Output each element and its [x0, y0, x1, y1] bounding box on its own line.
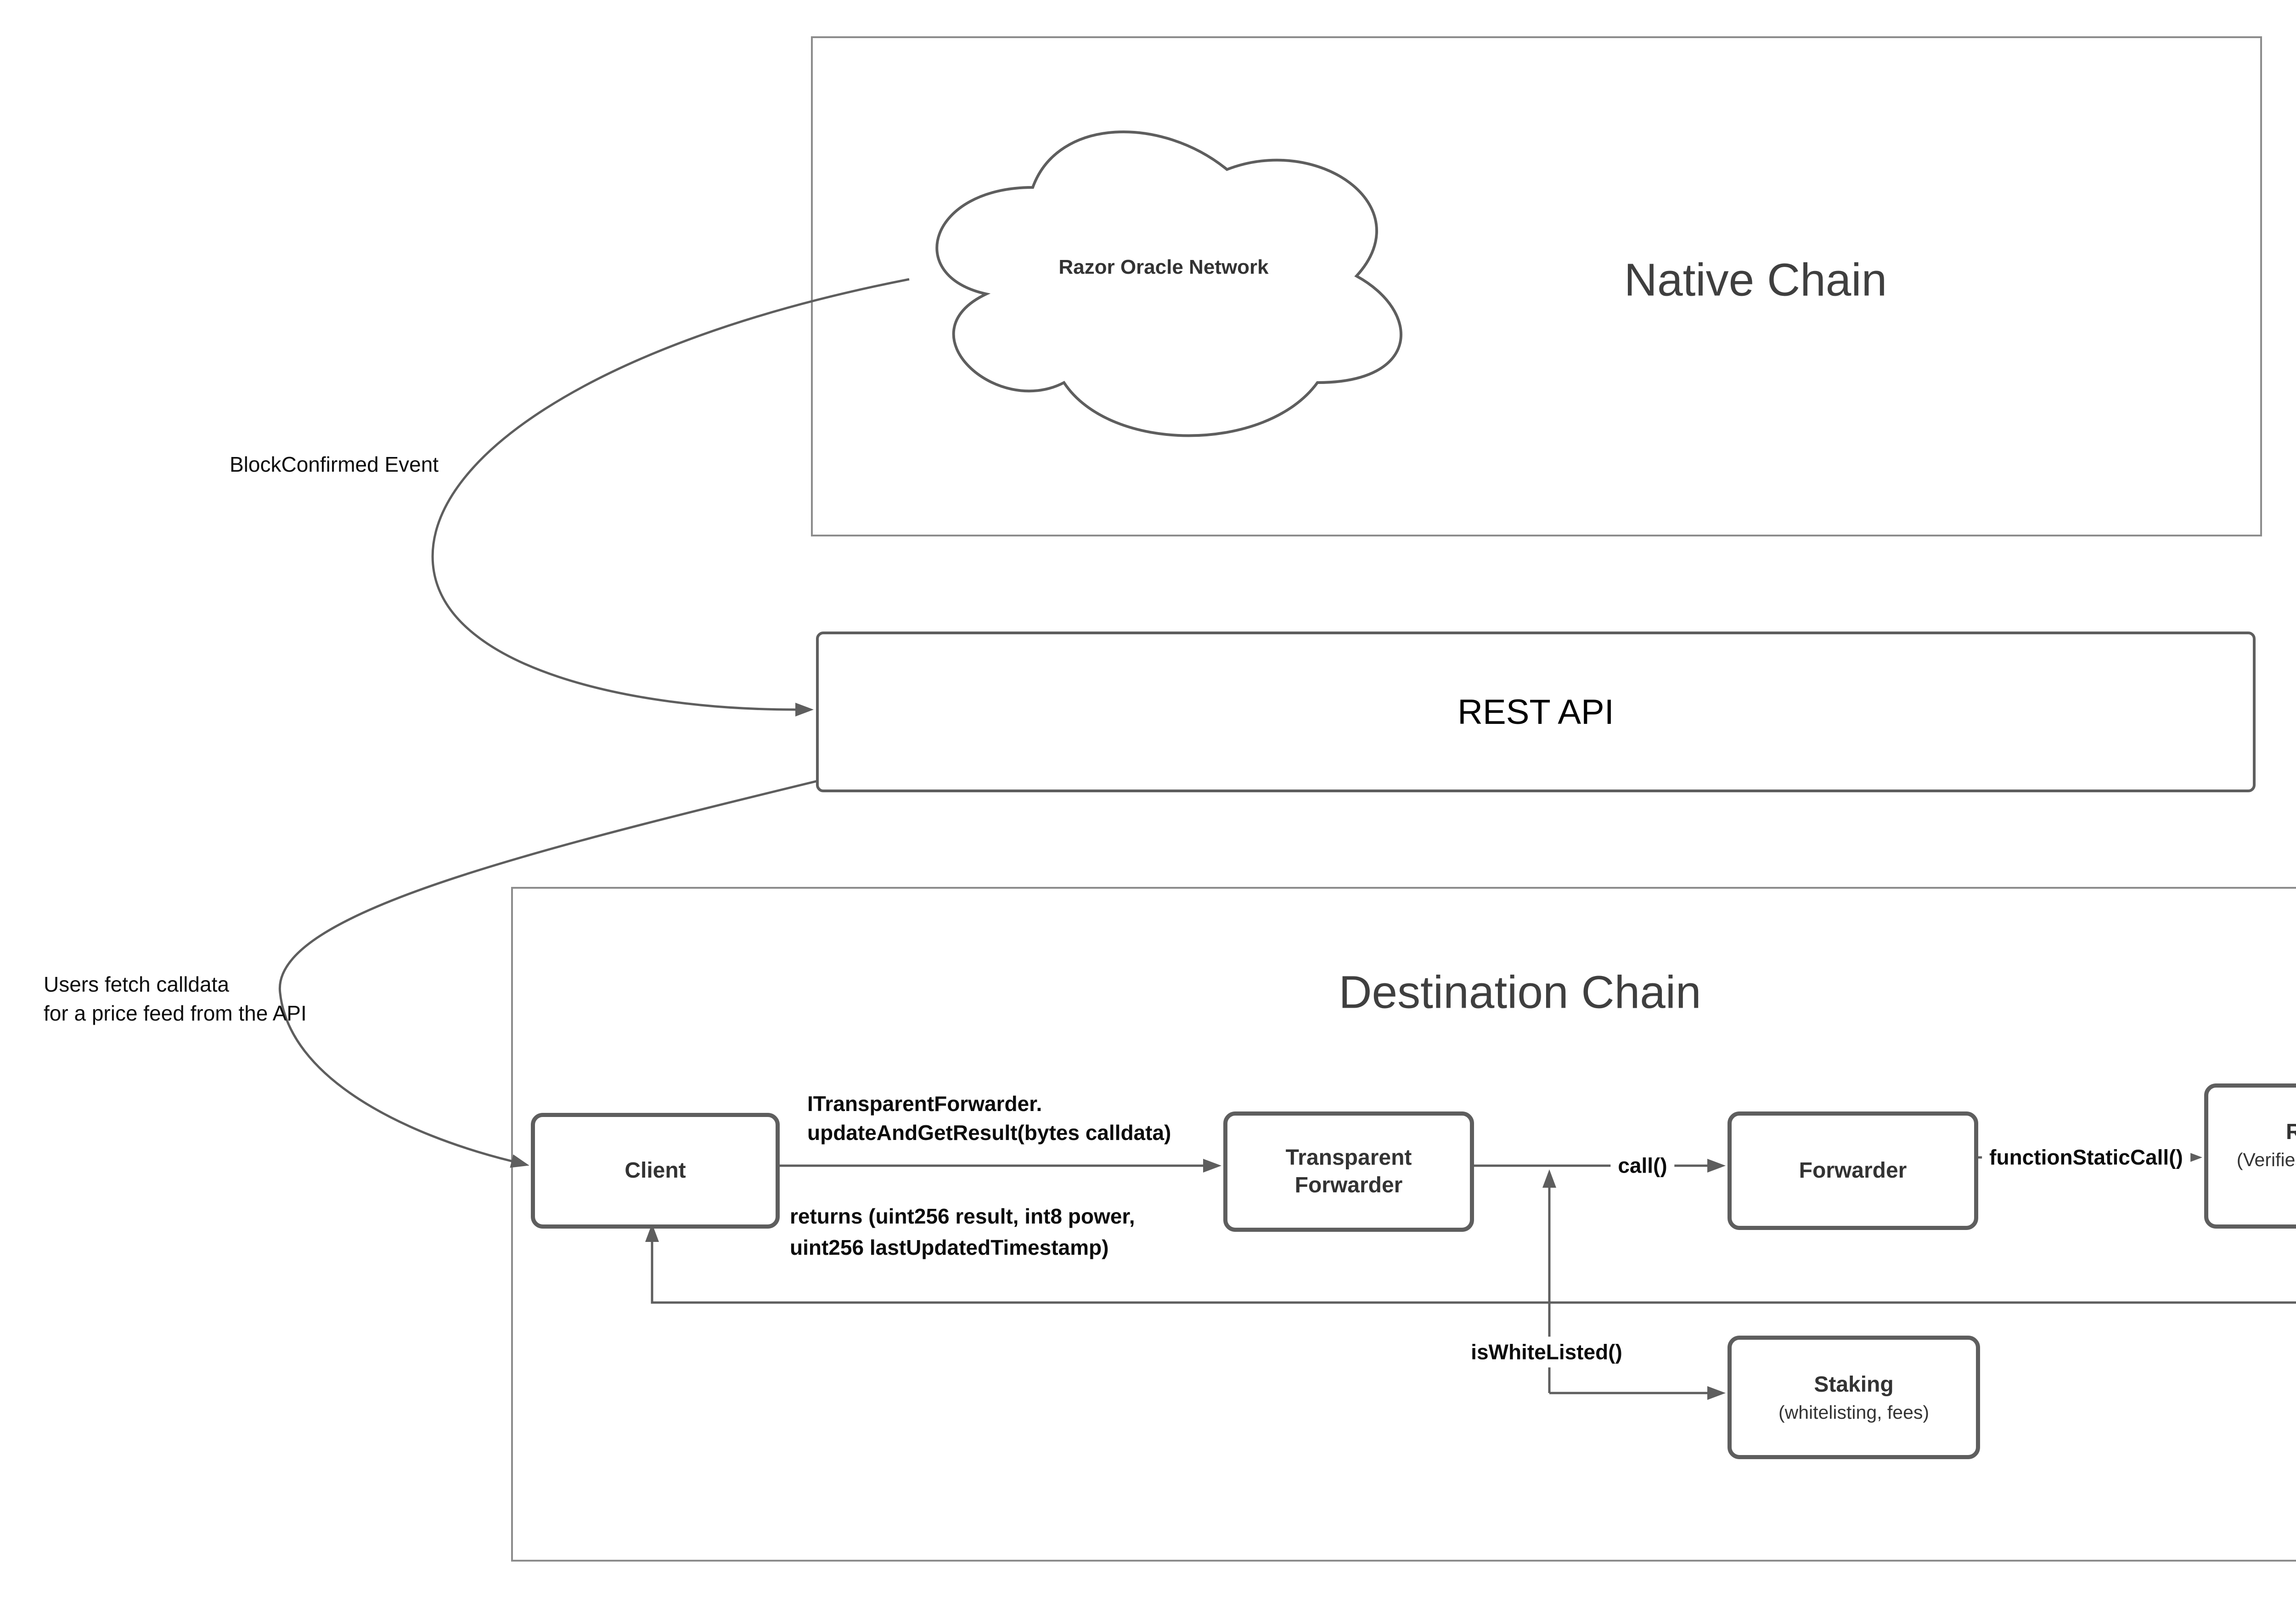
staking-label: Staking	[1814, 1372, 1894, 1397]
transparent-forwarder-node: Transparent Forwarder	[1223, 1111, 1474, 1232]
function-static-call-label: functionStaticCall()	[1982, 1142, 2190, 1173]
users-fetch-line2: for a price feed from the API	[44, 1001, 307, 1026]
cloud-shape	[935, 130, 1402, 437]
cloud-label: Razor Oracle Network	[1058, 256, 1269, 278]
destination-chain-title: Destination Chain	[1339, 966, 1701, 1018]
returns-line2: uint256 lastUpdatedTimestamp)	[790, 1235, 1109, 1260]
users-fetch-line1: Users fetch calldata	[44, 972, 229, 996]
staking-node: Staking (whitelisting, fees)	[1728, 1336, 1980, 1459]
edge-returns-to-client	[645, 1224, 2296, 1304]
forwarder-label: Forwarder	[1799, 1158, 1907, 1183]
call-label: call()	[1610, 1150, 1675, 1181]
edge-users-fetch	[278, 778, 822, 1168]
users-fetch-label: Users fetch calldata for a price feed fr…	[44, 970, 307, 1028]
destination-chain-container	[511, 887, 2296, 1562]
returns-label: returns (uint256 result, int8 power, uin…	[790, 1201, 1135, 1263]
staking-sublabel: (whitelisting, fees)	[1778, 1401, 1930, 1423]
native-chain-title: Native Chain	[1624, 254, 1887, 306]
rest-api-label: REST API	[1458, 692, 1614, 732]
is-white-listed-label: isWhiteListed()	[1463, 1337, 1630, 1368]
client-label: Client	[625, 1158, 686, 1183]
returns-line1: returns (uint256 result, int8 power,	[790, 1204, 1135, 1228]
edge-block-confirmed	[431, 278, 910, 716]
update-and-get-label: ITransparentForwarder. updateAndGetResul…	[807, 1089, 1171, 1148]
result-manager-label: ResultManager	[2285, 1119, 2296, 1144]
rest-api-box: REST API	[816, 632, 2256, 792]
client-node: Client	[531, 1113, 780, 1229]
update-and-get-line2: updateAndGetResult(bytes calldata)	[807, 1121, 1171, 1145]
transparent-forwarder-label: Transparent Forwarder	[1285, 1145, 1412, 1197]
update-and-get-line1: ITransparentForwarder.	[807, 1092, 1042, 1116]
result-manager-node: ResultManager (Verifies calldata, decode…	[2204, 1083, 2296, 1229]
native-chain-container	[811, 36, 2262, 536]
result-manager-sublabel: (Verifies calldata, decodes and returns …	[2236, 1149, 2296, 1170]
forwarder-node: Forwarder	[1728, 1111, 1978, 1230]
block-confirmed-label: BlockConfirmed Event	[230, 452, 439, 476]
